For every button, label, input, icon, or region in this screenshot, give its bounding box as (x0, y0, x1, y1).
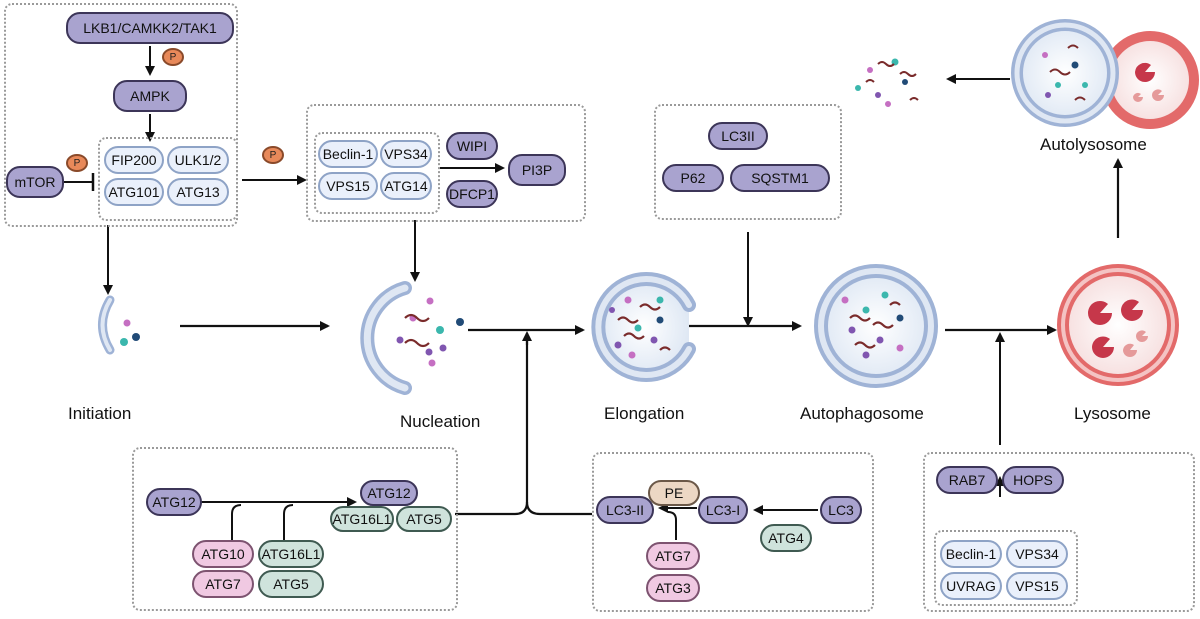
pi3k-complex-box (306, 104, 586, 222)
atg16l1-complex: ATG16L1 (330, 506, 394, 532)
autolysosome-vesicle (1011, 19, 1199, 129)
pi3p: PI3P (508, 154, 566, 186)
uvrag: UVRAG (940, 572, 1002, 600)
label-lysosome: Lysosome (1074, 404, 1151, 423)
atg5: ATG5 (258, 570, 324, 598)
autophagosome-vesicle (814, 264, 938, 388)
merge-right (525, 501, 592, 516)
atg7-feed-line (667, 511, 677, 540)
fip200: FIP200 (104, 146, 164, 174)
atg12-complex: ATG12 (360, 480, 418, 506)
mtor: mTOR (6, 166, 64, 198)
atg16l1: ATG16L1 (258, 540, 324, 568)
atg101: ATG101 (104, 178, 164, 206)
atg16l1-feed-line (283, 504, 294, 540)
atg5-complex: ATG5 (396, 506, 452, 532)
ulk-complex-box (98, 137, 238, 221)
inhibition-mtor-ulk (64, 173, 95, 191)
atg12-start: ATG12 (146, 488, 202, 516)
label-nucleation: Nucleation (400, 412, 481, 431)
wipi: WIPI (446, 132, 498, 160)
lc3-ii: LC3-II (596, 496, 654, 524)
vps15-fusion: VPS15 (1006, 572, 1068, 600)
cargo-receptor-box (654, 104, 842, 220)
dfcp1: DFCP1 (446, 180, 498, 208)
ampk: AMPK (113, 80, 187, 112)
initiation-phagophore (98, 295, 140, 355)
sqstm1: SQSTM1 (730, 164, 830, 192)
atg7-conjugation: ATG7 (192, 570, 254, 598)
label-autolysosome: Autolysosome (1040, 135, 1147, 154)
atg7-lc3: ATG7 (646, 542, 700, 570)
elongation-vesicle (591, 272, 696, 382)
label-elongation: Elongation (604, 404, 685, 423)
vps34-fusion: VPS34 (1006, 540, 1068, 568)
lc3ii: LC3II (708, 122, 768, 150)
phospho-badge: P (262, 146, 284, 164)
p62: P62 (662, 164, 724, 192)
vps-complex-box (314, 132, 440, 214)
beclin-1-fusion: Beclin-1 (940, 540, 1002, 568)
rab7: RAB7 (936, 466, 998, 494)
phospho-badge: P (162, 48, 184, 66)
nucleation-phagophore (360, 281, 464, 395)
vps34: VPS34 (380, 140, 432, 168)
atg14: ATG14 (380, 172, 432, 200)
lc3-i: LC3-I (698, 496, 748, 524)
lc3: LC3 (820, 496, 862, 524)
pe: PE (648, 480, 700, 506)
atg13: ATG13 (167, 178, 229, 206)
phospho-badge: P (66, 154, 88, 172)
uvrag-complex-box (934, 530, 1078, 606)
atg10-feed-line (231, 504, 242, 540)
initiation-complex-box (4, 3, 238, 227)
atg12-conjugation-box (132, 447, 458, 611)
lc3-processing-box (592, 452, 874, 612)
atg3: ATG3 (646, 574, 700, 602)
fusion-complex-box (923, 452, 1195, 612)
label-autophagosome: Autophagosome (800, 404, 924, 423)
atg10: ATG10 (192, 540, 254, 568)
lkb1-camkk2-tak1: LKB1/CAMKK2/TAK1 (66, 12, 234, 44)
beclin-1: Beclin-1 (318, 140, 378, 168)
label-initiation: Initiation (68, 404, 132, 423)
lysosome-vesicle (1057, 264, 1179, 386)
hops: HOPS (1002, 466, 1064, 494)
vps15: VPS15 (318, 172, 378, 200)
ulk1-2: ULK1/2 (167, 146, 229, 174)
atg4: ATG4 (760, 524, 812, 552)
degradation-products (855, 58, 919, 107)
